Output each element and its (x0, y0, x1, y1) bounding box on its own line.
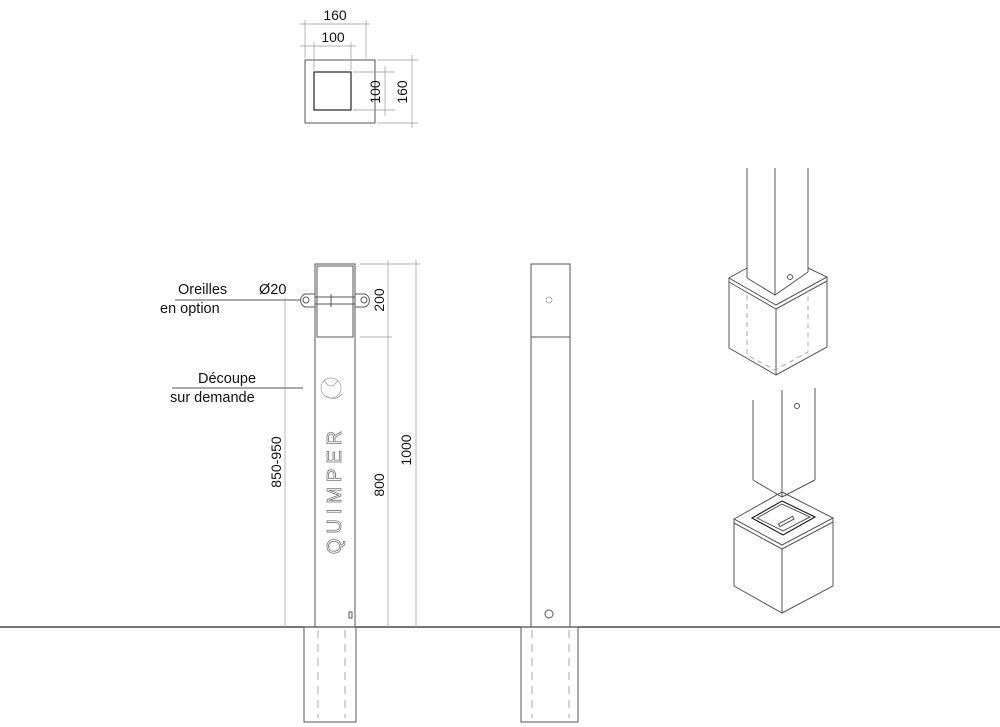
dim-ear-height: 850-950 (268, 436, 284, 488)
dim-inner-height: 100 (367, 80, 383, 104)
label-ears-line2: en option (160, 301, 220, 317)
dim-outer-width: 160 (323, 7, 347, 23)
top-view: 160 100 100 160 (300, 7, 418, 128)
dim-outer-height: 160 (394, 80, 410, 104)
iso-view-assembled (727, 168, 829, 376)
dim-ear-diameter: Ø20 (259, 282, 286, 298)
dim-top: 200 (371, 288, 387, 312)
dim-inner-width: 100 (321, 29, 345, 45)
label-ears-line1: Oreilles (178, 282, 227, 298)
engraving-text: QUIMPER (324, 426, 346, 554)
quimper-logo-cutout (320, 377, 343, 399)
dim-total: 1000 (398, 434, 414, 465)
iso-view-exploded (732, 388, 835, 614)
label-cutout-line2: sur demande (170, 390, 255, 406)
label-cutout-line1: Découpe (198, 371, 256, 387)
dim-lower: 800 (371, 473, 387, 497)
front-view: QUIMPER Oreilles en option Ø20 Découpe s… (160, 260, 420, 723)
side-view (520, 263, 579, 723)
